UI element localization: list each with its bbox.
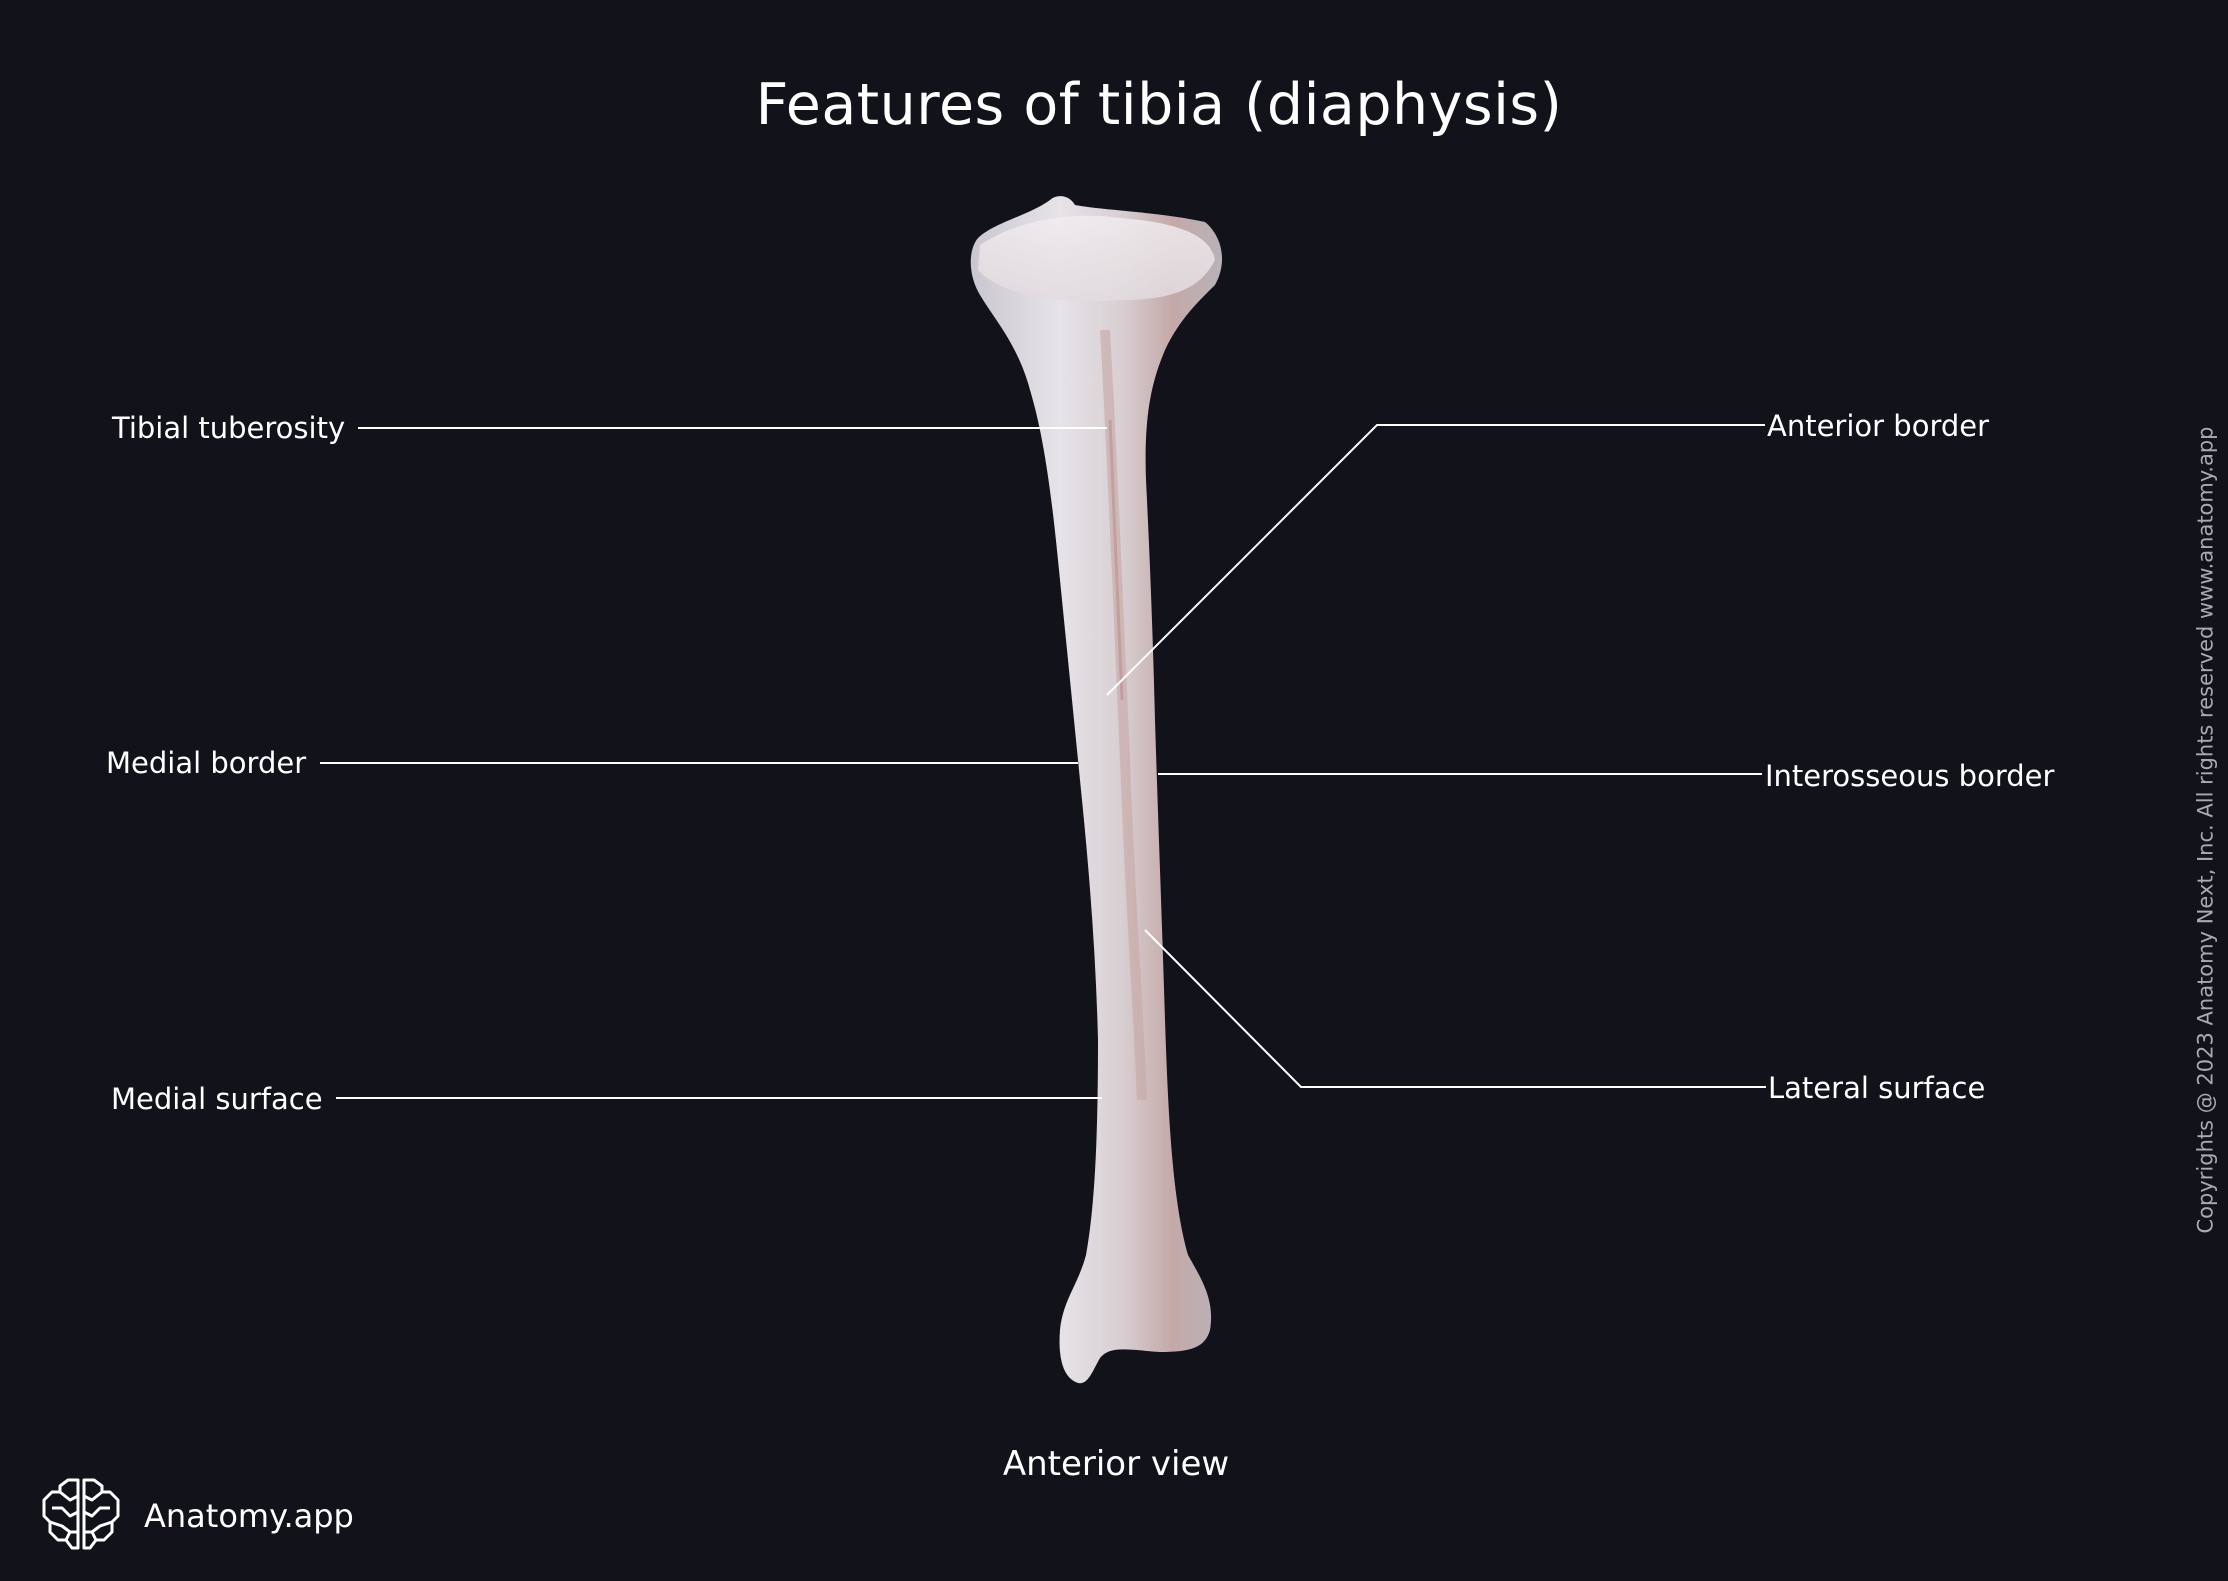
label-tibial-tuberosity: Tibial tuberosity <box>112 411 346 445</box>
label-interosseous-border: Interosseous border <box>1765 759 2055 793</box>
view-caption: Anterior view <box>1002 1444 1230 1484</box>
tibia-bone <box>970 196 1223 1384</box>
label-lateral-surface: Lateral surface <box>1768 1071 1986 1105</box>
leader-line-anterior-border <box>1106 424 1765 696</box>
page-title: Features of tibia (diaphysis) <box>755 72 1563 138</box>
brain-icon <box>40 1476 122 1556</box>
label-anterior-border: Anterior border <box>1767 409 1990 443</box>
label-medial-border: Medial border <box>106 746 307 780</box>
brand-name: Anatomy.app <box>144 1497 354 1535</box>
label-medial-surface: Medial surface <box>111 1082 323 1116</box>
leader-line-lateral-surface <box>1144 929 1766 1088</box>
brand-logo: Anatomy.app <box>40 1476 354 1556</box>
copyright-notice: Copyrights @ 2023 Anatomy Next, Inc. All… <box>2193 426 2218 1234</box>
